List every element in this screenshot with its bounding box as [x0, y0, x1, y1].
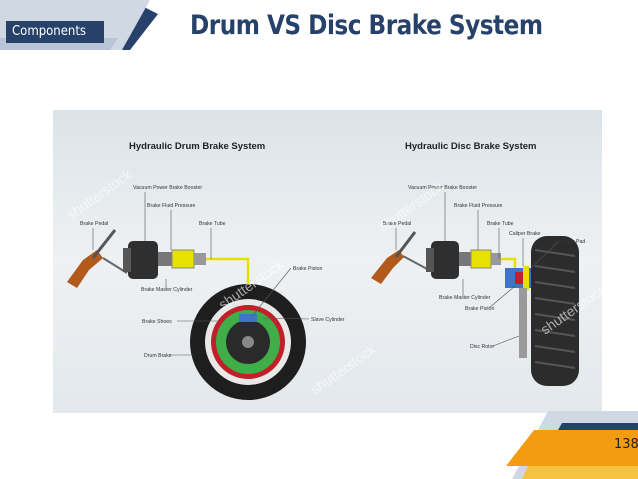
disc-label-master: Brake Master Cylinder — [439, 295, 491, 301]
drum-label-booster: Vacuum Power Brake Booster — [133, 185, 202, 191]
watermark: shutterstock — [308, 340, 380, 397]
disc-rotor — [519, 288, 527, 358]
page-title: Drum VS Disc Brake System — [190, 10, 543, 41]
disc-label-pad: Brake Pad — [561, 239, 585, 245]
disc-caliper — [505, 266, 531, 290]
brake-diagram-image: Hydraulic Drum Brake System Vacuum Power… — [53, 110, 602, 413]
page-number: 138 — [614, 437, 638, 452]
disc-label-fluid: Brake Fluid Pressure — [454, 203, 503, 209]
drum-wheel — [190, 284, 306, 400]
disc-brake-pedal — [371, 231, 430, 284]
drum-booster — [128, 241, 158, 279]
disc-booster — [431, 241, 459, 279]
drum-label-pedal: Brake Pedal — [80, 221, 108, 227]
drum-heading: Hydraulic Drum Brake System — [129, 141, 265, 152]
drum-label-slave: Slave Cylinder — [311, 317, 345, 323]
drum-label-master: Brake Master Cylinder — [141, 287, 193, 293]
drum-master-cylinder — [171, 249, 195, 269]
drum-label-piston: Brake Piston — [293, 266, 323, 272]
disc-master-cylinder — [470, 249, 492, 269]
watermark: shutterstock — [64, 165, 136, 222]
disc-label-rotor: Disc Rotor — [470, 344, 494, 350]
disc-label-booster: Vacuum Power Brake Booster — [408, 185, 477, 191]
disc-wheel-tire — [531, 236, 579, 386]
drum-label-shoes: Brake Shoes — [142, 319, 172, 325]
drum-label-drum: Drum Brake — [144, 353, 172, 359]
disc-heading: Hydraulic Disc Brake System — [405, 141, 536, 152]
disc-label-tube: Brake Tube — [487, 221, 514, 227]
drum-label-fluid: Brake Fluid Pressure — [147, 203, 196, 209]
disc-label-caliper: Caliper Brake — [509, 231, 541, 237]
disc-brake-tube — [501, 257, 517, 268]
disc-label-pedal: Brake Pedal — [383, 221, 411, 227]
drum-label-tube: Brake Tube — [199, 221, 226, 227]
brake-diagram-svg: Hydraulic Drum Brake System Vacuum Power… — [64, 141, 602, 400]
section-tag: Components — [6, 21, 104, 43]
drum-brake-pedal — [67, 229, 128, 288]
disc-label-piston: Brake Piston — [465, 306, 495, 312]
